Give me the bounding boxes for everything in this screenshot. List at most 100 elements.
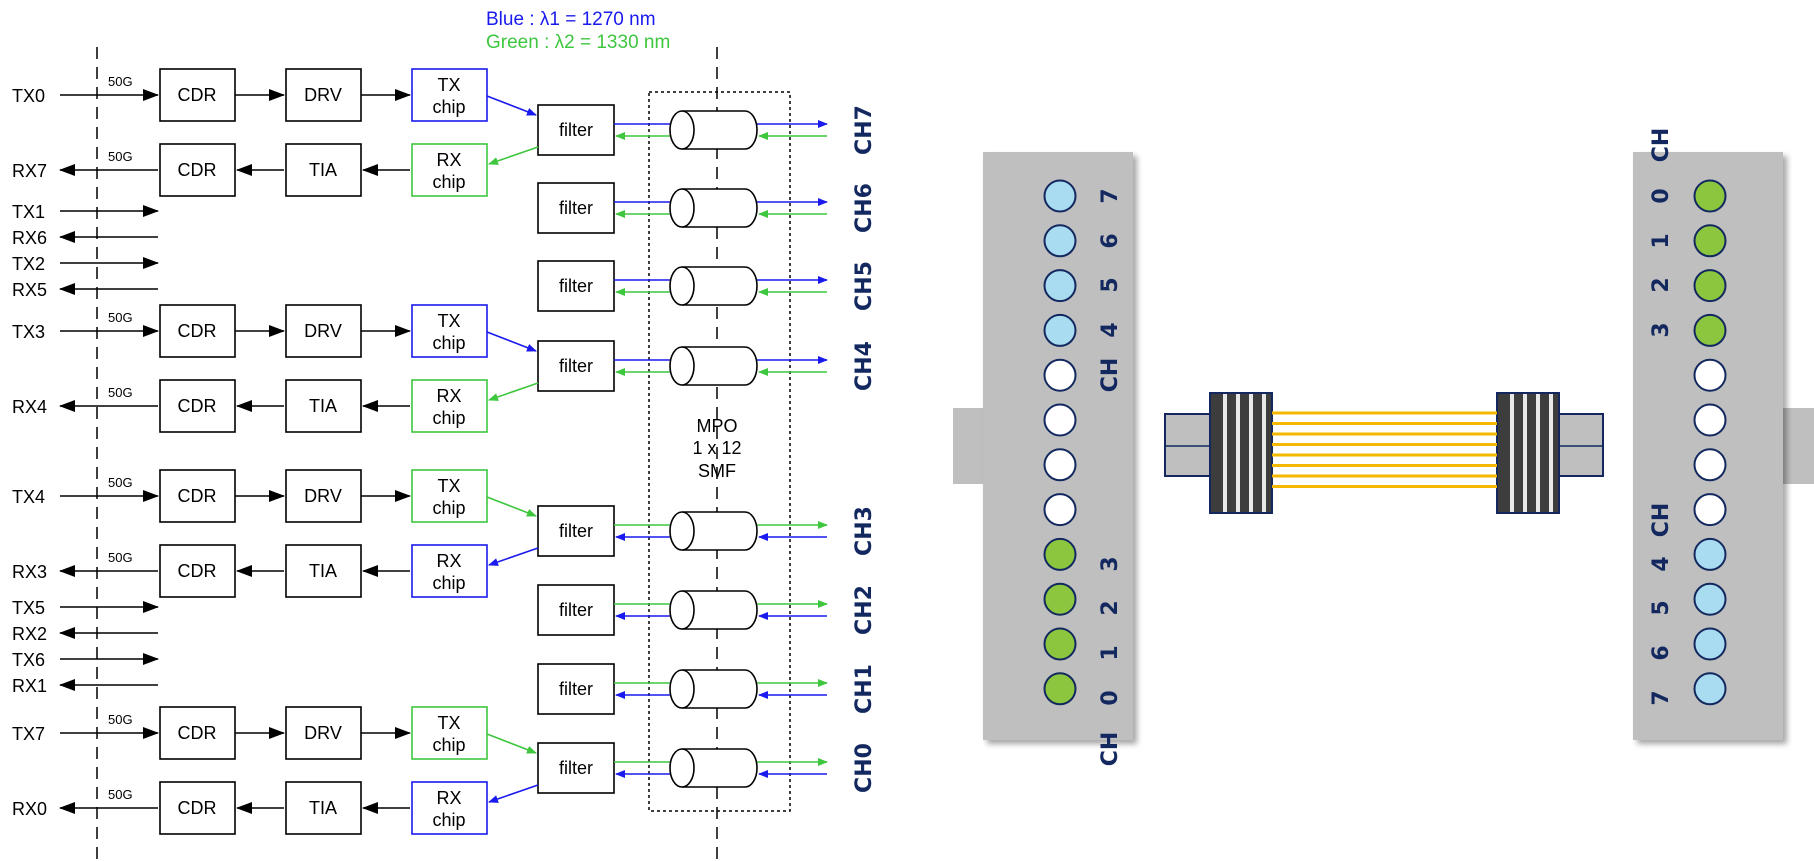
left-ferrule-stripe-3 bbox=[1262, 394, 1266, 512]
filter-label-g3: filter bbox=[559, 758, 593, 778]
rate-label-tx-2: 50G bbox=[108, 475, 133, 490]
collimator-lens-face bbox=[669, 748, 695, 788]
tx-to-filter-arrow-0 bbox=[486, 95, 537, 116]
tia-box-2 bbox=[285, 544, 362, 598]
tx-label-3: TX7 bbox=[12, 724, 45, 744]
tx-to-filter-arrow-2 bbox=[486, 496, 537, 517]
legend-blue: Blue : λ1 = 1270 nm bbox=[486, 9, 656, 30]
collimator-lens-body bbox=[682, 590, 758, 630]
unused-lane-label-0-1: RX6 bbox=[12, 228, 47, 248]
channel-label-g1: CH4 bbox=[852, 341, 877, 391]
rate-label-tx-1: 50G bbox=[108, 310, 133, 325]
filter-label-g0: filter bbox=[559, 120, 593, 140]
rx-cdr-label-1: CDR bbox=[178, 396, 217, 416]
collimator-lens-body bbox=[682, 266, 758, 306]
right-ferrule-stripe-0 bbox=[1510, 394, 1514, 512]
unused-lane-label-1-0: TX5 bbox=[12, 598, 45, 618]
tx-label-0: TX0 bbox=[12, 86, 45, 106]
rate-label-rx-3: 50G bbox=[108, 787, 133, 802]
rx-label-2: RX3 bbox=[12, 562, 47, 582]
filter-box-g2 bbox=[537, 505, 615, 557]
right-port-number-lower-2: 6 bbox=[1649, 645, 1674, 660]
right-fiber-port-4 bbox=[1693, 358, 1727, 392]
right-ferrule-stripe-1 bbox=[1523, 394, 1527, 512]
rx-chip-box-0 bbox=[411, 143, 488, 197]
tx-chip-label-a-1: TX bbox=[437, 311, 460, 331]
drv-box-1 bbox=[285, 304, 362, 358]
right-port-number-upper-1: 1 bbox=[1649, 233, 1674, 248]
mpo-label-1: MPO bbox=[696, 416, 737, 436]
rx-cdr-box-3 bbox=[159, 781, 236, 835]
right-fiber-port-11 bbox=[1693, 672, 1727, 706]
tx-cdr-label-3: CDR bbox=[178, 723, 217, 743]
right-fiber-port-10 bbox=[1693, 627, 1727, 661]
left-ferrule-stripe-0 bbox=[1223, 394, 1227, 512]
unused-lane-label-0-3: RX5 bbox=[12, 280, 47, 300]
collimator-lens-face bbox=[669, 110, 695, 150]
filter-to-rx-arrow-0 bbox=[488, 146, 539, 165]
tx-chip-label-b-3: chip bbox=[432, 735, 465, 755]
channel-label-s2: CH2 bbox=[852, 585, 877, 635]
tx-cdr-label-1: CDR bbox=[178, 321, 217, 341]
rx-cdr-box-1 bbox=[159, 379, 236, 433]
right-port-number-upper-0: 0 bbox=[1649, 188, 1674, 203]
filter-box-s1 bbox=[537, 260, 615, 312]
left-fiber-port-0 bbox=[1043, 179, 1077, 213]
rate-label-rx-0: 50G bbox=[108, 149, 133, 164]
rx-label-0: RX7 bbox=[12, 161, 47, 181]
tx-chip-box-2 bbox=[411, 469, 488, 523]
rx-chip-box-3 bbox=[411, 781, 488, 835]
channel-label-s3: CH1 bbox=[852, 664, 877, 714]
channel-label-g0: CH7 bbox=[852, 105, 877, 155]
filter-box-s3 bbox=[537, 663, 615, 715]
unused-lane-label-1-3: RX1 bbox=[12, 676, 47, 696]
filter-label-s2: filter bbox=[559, 600, 593, 620]
drv-box-3 bbox=[285, 706, 362, 760]
right-fiber-port-3 bbox=[1693, 313, 1727, 347]
right-ferrule-stripe-2 bbox=[1536, 394, 1540, 512]
tx-chip-label-a-3: TX bbox=[437, 713, 460, 733]
tx-chip-label-a-2: TX bbox=[437, 476, 460, 496]
tx-chip-box-3 bbox=[411, 706, 488, 760]
left-ch-label-lower: CH bbox=[1098, 732, 1123, 767]
channel-label-g2: CH3 bbox=[852, 506, 877, 556]
right-fiber-port-5 bbox=[1693, 403, 1727, 437]
rx-chip-label-a-3: RX bbox=[436, 788, 461, 808]
right-fiber-port-0 bbox=[1693, 179, 1727, 213]
right-port-number-lower-3: 7 bbox=[1649, 690, 1674, 705]
tx-chip-label-b-2: chip bbox=[432, 498, 465, 518]
cable-left-boot bbox=[1164, 413, 1215, 477]
unused-lane-label-1-2: TX6 bbox=[12, 650, 45, 670]
tx-cdr-box-0 bbox=[159, 68, 236, 122]
tx-chip-label-b-1: chip bbox=[432, 333, 465, 353]
left-fiber-port-1 bbox=[1043, 224, 1077, 258]
rx-chip-label-a-0: RX bbox=[436, 150, 461, 170]
rx-cdr-label-2: CDR bbox=[178, 561, 217, 581]
right-connector-tab bbox=[1782, 408, 1814, 484]
right-port-number-lower-0: 4 bbox=[1649, 556, 1674, 571]
left-fiber-port-11 bbox=[1043, 672, 1077, 706]
filter-box-g1 bbox=[537, 340, 615, 392]
tia-label-3: TIA bbox=[309, 798, 337, 818]
rate-label-tx-0: 50G bbox=[108, 74, 133, 89]
left-fiber-port-7 bbox=[1043, 493, 1077, 527]
tia-box-1 bbox=[285, 379, 362, 433]
cable-left-ferrule bbox=[1209, 392, 1273, 514]
rate-label-tx-3: 50G bbox=[108, 712, 133, 727]
filter-label-g1: filter bbox=[559, 356, 593, 376]
mpo-label-2: 1 x 12 bbox=[692, 438, 741, 458]
collimator-lens-face bbox=[669, 188, 695, 228]
tx-chip-label-a-0: TX bbox=[437, 75, 460, 95]
filter-box-s0 bbox=[537, 182, 615, 234]
tia-label-1: TIA bbox=[309, 396, 337, 416]
left-connector-tab bbox=[953, 408, 983, 484]
rx-chip-label-a-1: RX bbox=[436, 386, 461, 406]
rate-label-rx-1: 50G bbox=[108, 385, 133, 400]
left-port-number-upper-2: 5 bbox=[1098, 277, 1123, 292]
left-port-number-lower-3: 0 bbox=[1098, 690, 1123, 705]
channel-label-s0: CH6 bbox=[852, 183, 877, 233]
right-fiber-port-1 bbox=[1693, 224, 1727, 258]
tia-box-3 bbox=[285, 781, 362, 835]
left-port-number-lower-1: 2 bbox=[1098, 600, 1123, 615]
